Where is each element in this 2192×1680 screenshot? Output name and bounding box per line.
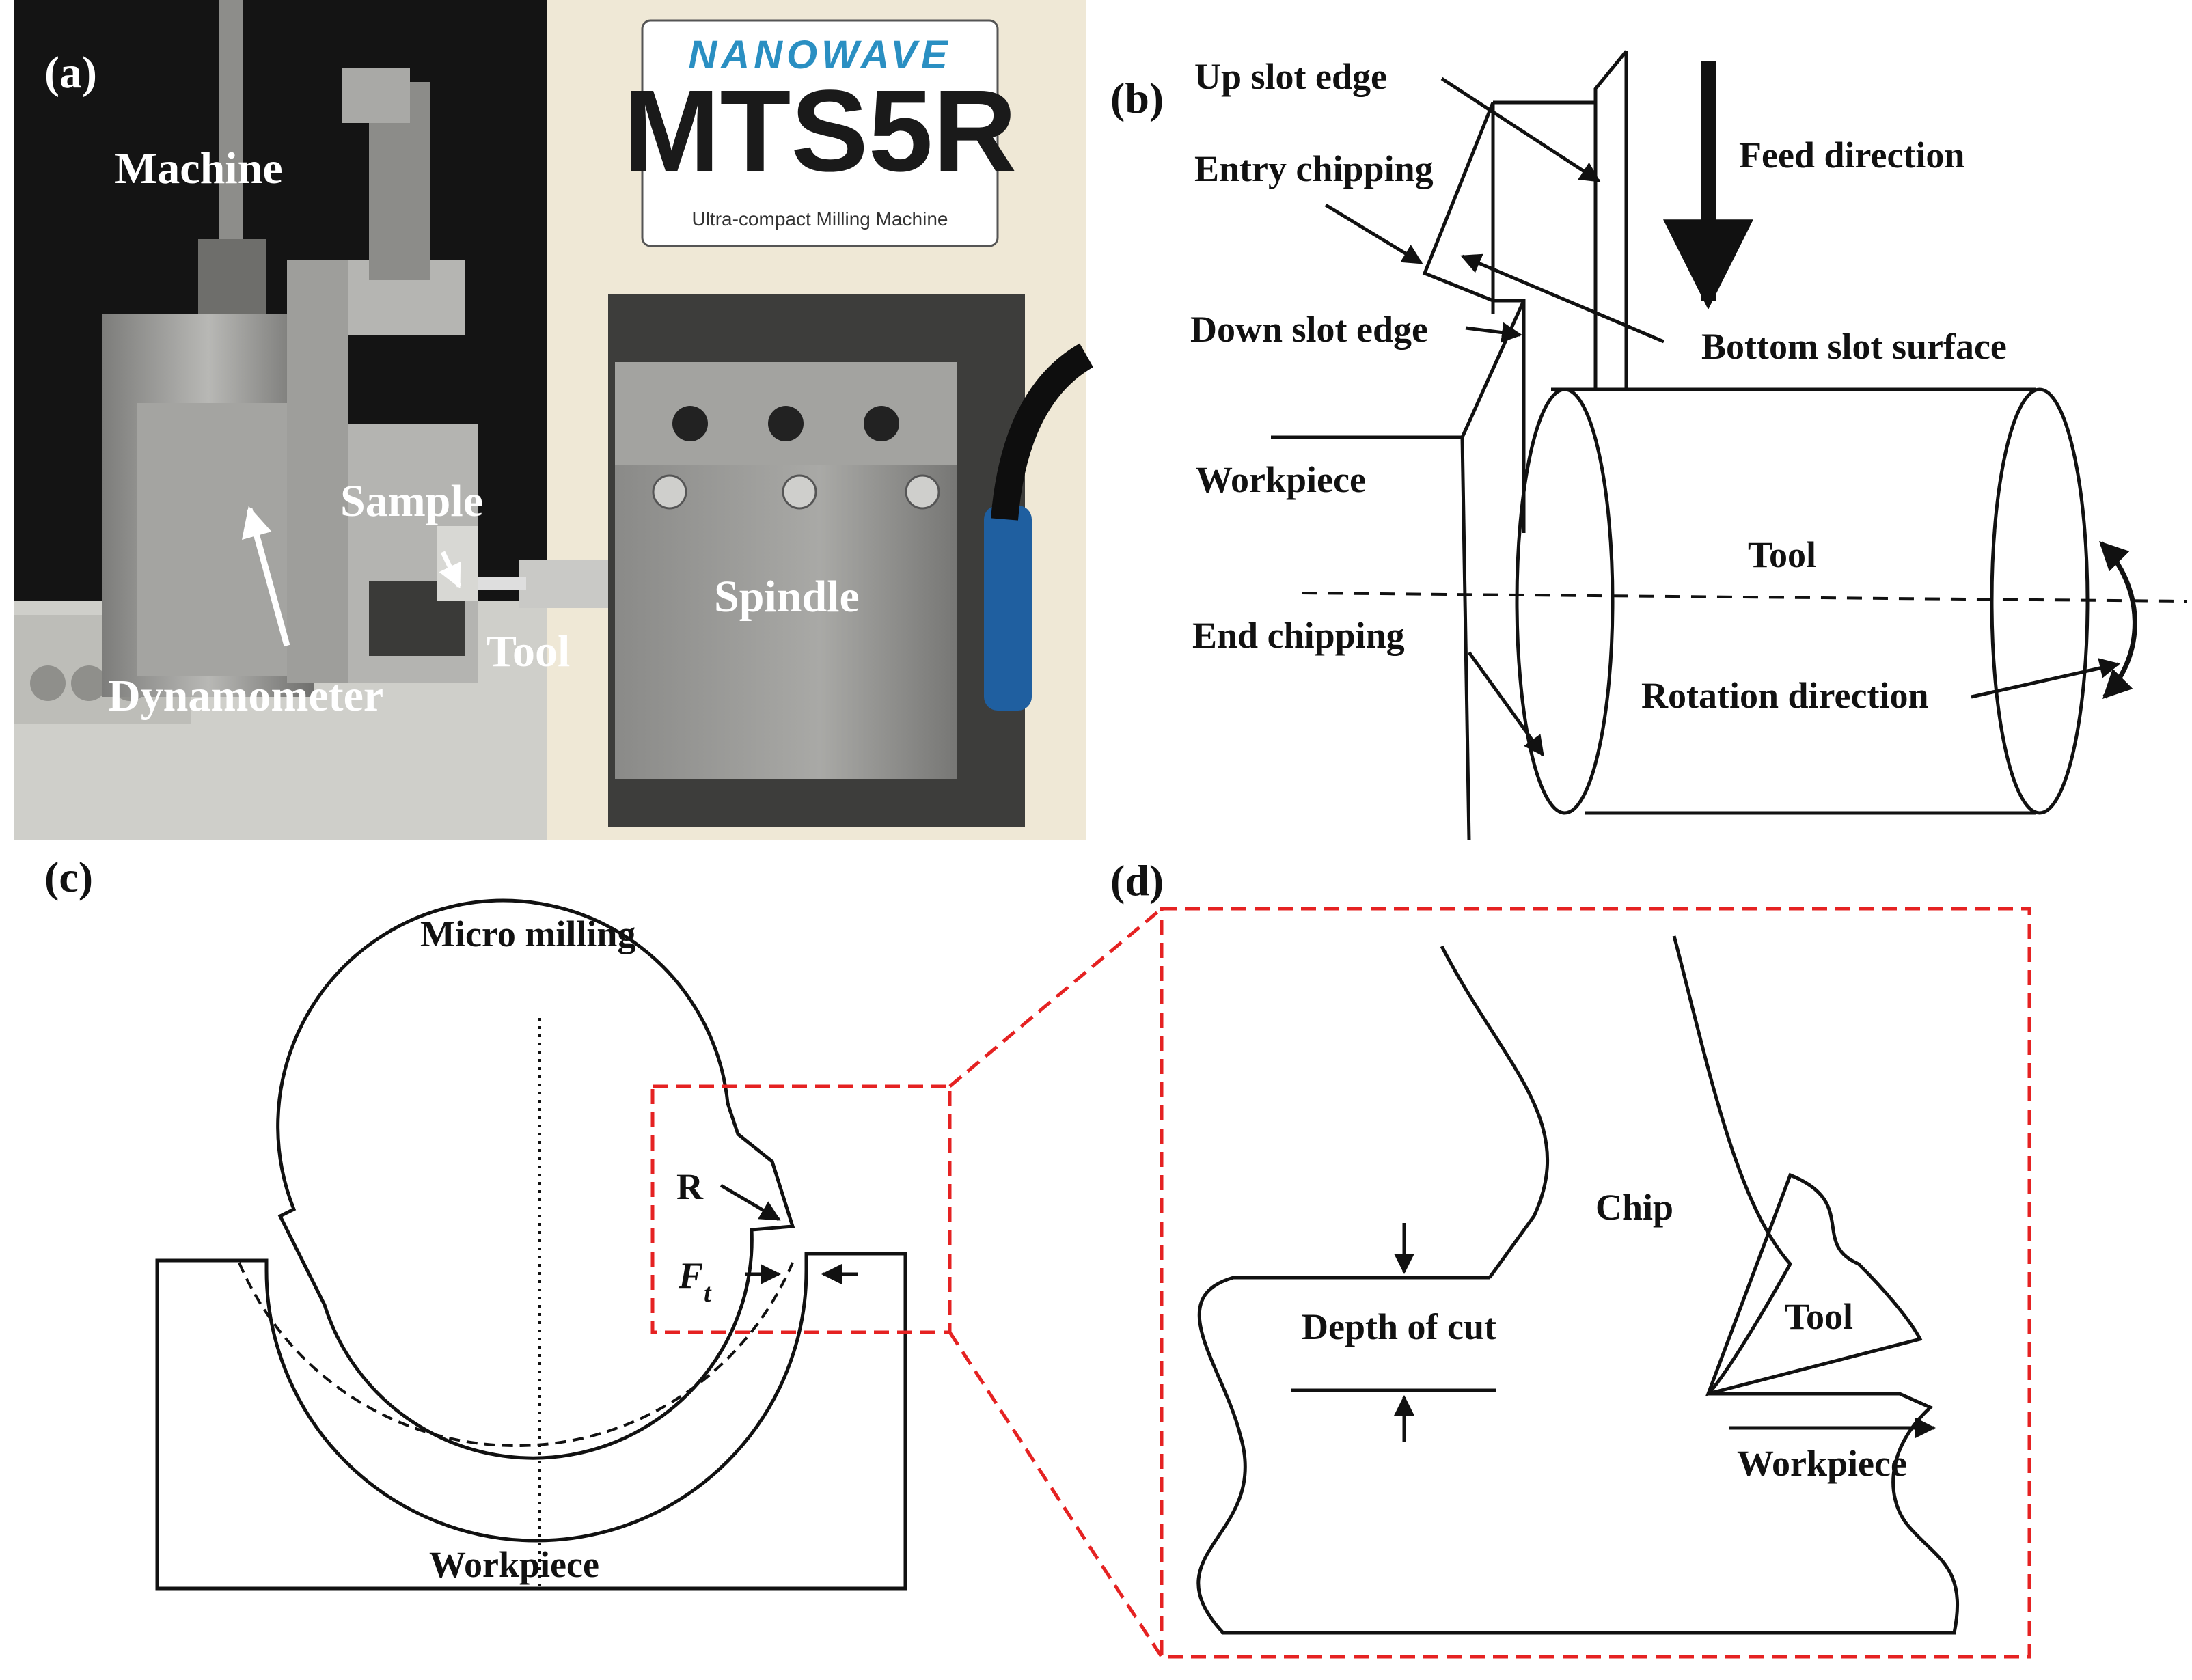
leader-entry-chipping [1324, 203, 1423, 265]
dynamometer-arrow [242, 506, 290, 647]
panel-d-label: (d) [1110, 856, 1164, 905]
chip-left-curve [1440, 945, 1550, 1279]
label-machine: Machine [115, 143, 283, 193]
label-spindle: Spindle [714, 572, 860, 622]
zoom-region-box [650, 1084, 952, 1334]
base-bolt [71, 665, 107, 701]
brand-text: NANOWAVE [688, 33, 951, 77]
workpiece-c [155, 1252, 907, 1591]
label-up-slot-edge: Up slot edge [1194, 56, 1387, 97]
label-tool-d: Tool [1785, 1296, 1853, 1337]
model-text: MTS5R [623, 66, 1017, 196]
entry-chipping-profile [1422, 102, 1495, 314]
chip-right-curve [1672, 935, 1793, 1395]
milling-tool [276, 898, 795, 1460]
spindle-housing [615, 465, 957, 779]
sample-piece [437, 526, 478, 601]
label-sample: Sample [340, 476, 483, 526]
dashed-cut-path [238, 1262, 794, 1447]
label-workpiece-c: Workpiece [429, 1544, 599, 1585]
label-depth-of-cut: Depth of cut [1302, 1306, 1496, 1347]
label-feed-direction: Feed direction [1739, 135, 1964, 176]
leader-rotation-direction [1971, 658, 2120, 699]
spindle-hole [768, 406, 804, 441]
coolant-hose [991, 343, 1094, 521]
label-bottom-slot-surface: Bottom slot surface [1701, 326, 2007, 367]
sample-arrow [439, 551, 462, 589]
label-tool-b: Tool [1748, 534, 1816, 575]
label-r: R [676, 1166, 704, 1207]
zoom-detail-box [1160, 907, 2031, 1659]
collet [519, 560, 622, 608]
label-ft-subscript: t [704, 1279, 712, 1308]
label-down-slot-edge: Down slot edge [1190, 309, 1428, 350]
label-workpiece-d: Workpiece [1737, 1443, 1907, 1484]
up-slot-wall [1593, 50, 1628, 389]
leader-down-slot-edge [1465, 322, 1522, 343]
machine-placard [641, 19, 999, 247]
label-chip: Chip [1595, 1187, 1673, 1228]
coolant-port [984, 506, 1032, 711]
zoom-leader-top [948, 907, 1163, 1088]
tool-axis [1301, 592, 2187, 603]
clamp-side [287, 260, 348, 683]
panel-d-diagram: (d) Chip Depth of cut Tool Workpiece [1110, 856, 2031, 1659]
workpiece-d-profile [1196, 1276, 1959, 1635]
radius-arrow [720, 1183, 781, 1222]
leader-up-slot-edge [1440, 77, 1601, 183]
label-workpiece-b: Workpiece [1196, 459, 1366, 500]
tool-d [1705, 1172, 1923, 1396]
spindle-hole [672, 406, 708, 441]
model-subtitle: Ultra-compact Milling Machine [691, 208, 948, 230]
label-end-chipping: End chipping [1192, 615, 1405, 656]
spindle-bolt [782, 474, 817, 510]
panel-c-label: (c) [44, 853, 93, 901]
dynamometer-face [137, 403, 294, 676]
label-dynamometer: Dynamometer [108, 671, 383, 721]
label-entry-chipping: Entry chipping [1194, 148, 1434, 189]
base-bolt [30, 665, 66, 701]
panel-b-label: (b) [1110, 74, 1164, 122]
leader-end-chipping [1467, 651, 1545, 757]
spindle-bolt [905, 474, 940, 510]
panel-a-photo: NANOWAVE MTS5R Ultra-compact Milling Mac… [14, 0, 1094, 840]
sensor-cable [219, 0, 243, 260]
clamp-knob [342, 68, 410, 123]
label-ft: F [678, 1255, 703, 1296]
tool-left-end [1515, 387, 1615, 815]
panel-a-label: (a) [44, 48, 97, 98]
cable-connector [198, 239, 266, 314]
workpiece-front-edge [1460, 437, 1471, 841]
micro-tool [478, 577, 526, 590]
rotation-arrow [2099, 541, 2137, 699]
spindle-bolt [652, 474, 687, 510]
spindle-hole [864, 406, 899, 441]
panel-c-diagram: (c) Micro milling R F t Workpiece [44, 853, 1164, 1658]
label-rotation-direction: Rotation direction [1641, 675, 1928, 716]
zoom-leader-bottom [948, 1331, 1164, 1658]
panel-b-diagram: (b) Up slot edge Entry chipping Feed dir… [1110, 50, 2187, 841]
label-tool: Tool [487, 626, 570, 676]
label-micro-milling: Micro milling [420, 913, 635, 954]
leader-bottom-slot-surface [1460, 253, 1664, 344]
